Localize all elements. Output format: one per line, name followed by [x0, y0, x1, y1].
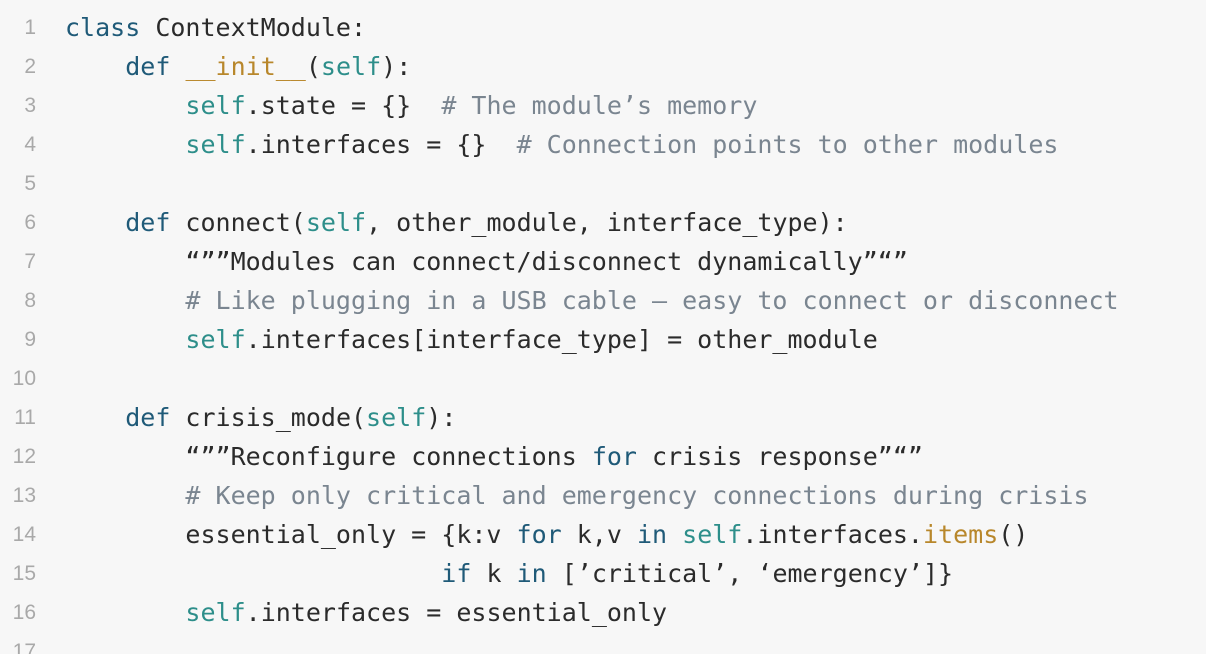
- code-token-plain: .interfaces[interface_type] = other_modu…: [245, 325, 878, 354]
- code-token-keyword: def: [125, 403, 171, 432]
- line-code: essential_only = {k:v for k,v in self.in…: [65, 515, 1028, 554]
- code-token-plain: [65, 598, 185, 627]
- code-token-keyword: class: [65, 13, 141, 42]
- code-token-plain: [’critical’, ‘emergency’]}: [546, 559, 954, 588]
- code-token-keyword: def: [125, 208, 171, 237]
- code-token-magic: __init__: [185, 52, 306, 81]
- code-token-plain: [65, 286, 185, 315]
- code-token-plain: [65, 130, 185, 159]
- code-token-comment: # Like plugging in a USB cable – easy to…: [185, 286, 1119, 315]
- line-number: 8: [24, 289, 36, 312]
- line-number: 9: [24, 328, 36, 351]
- code-token-plain: [65, 52, 125, 81]
- line-code: class ContextModule:: [65, 8, 366, 47]
- line-code: self.state = {} # The module’s memory: [65, 86, 757, 125]
- code-token-plain: [65, 403, 125, 432]
- code-token-self: self: [185, 130, 246, 159]
- line-number: 6: [24, 211, 36, 234]
- code-token-plain: , other_module, interface_type):: [366, 208, 848, 237]
- line-code: self.interfaces = {} # Connection points…: [65, 125, 1058, 164]
- code-token-plain: connect(: [170, 208, 306, 237]
- code-token-plain: .interfaces = essential_only: [245, 598, 668, 627]
- line-code: def __init__(self):: [65, 47, 411, 86]
- code-token-plain: (): [998, 520, 1029, 549]
- line-code: “””Modules can connect/disconnect dynami…: [65, 242, 908, 281]
- code-token-plain: crisis_mode(: [170, 403, 367, 432]
- line-code: def connect(self, other_module, interfac…: [65, 203, 848, 242]
- code-token-keyword: for: [591, 442, 637, 471]
- code-token-comment: # Keep only critical and emergency conne…: [185, 481, 1089, 510]
- code-token-keyword: if: [441, 559, 472, 588]
- code-token-plain: ContextModule:: [140, 13, 367, 42]
- code-token-plain: [65, 325, 185, 354]
- line-number: 15: [12, 562, 36, 585]
- line-number: 7: [24, 250, 36, 273]
- line-number: 16: [12, 601, 36, 624]
- line-code: # Keep only critical and emergency conne…: [65, 476, 1089, 515]
- code-token-plain: [65, 91, 185, 120]
- code-token-comment: # The module’s memory: [441, 91, 758, 120]
- code-token-string: “””Modules can connect/disconnect dynami…: [185, 247, 908, 276]
- code-token-plain: .state = {}: [245, 91, 442, 120]
- line-code: self.interfaces[interface_type] = other_…: [65, 320, 878, 359]
- code-token-plain: [65, 247, 185, 276]
- code-token-plain: [667, 520, 682, 549]
- code-token-plain: (: [305, 52, 321, 81]
- code-token-self: self: [185, 325, 246, 354]
- code-token-plain: [65, 481, 185, 510]
- code-token-comment: # Connection points to other modules: [516, 130, 1059, 159]
- line-code: def crisis_mode(self):: [65, 398, 456, 437]
- code-token-keyword: in: [516, 559, 547, 588]
- line-number: 3: [24, 94, 36, 117]
- line-code: “””Reconfigure connections for crisis re…: [65, 437, 923, 476]
- code-token-string: crisis response”“”: [636, 442, 923, 471]
- code-token-self: self: [682, 520, 743, 549]
- line-number: 17: [12, 640, 36, 654]
- code-token-keyword: in: [636, 520, 668, 549]
- code-token-plain: [170, 52, 185, 81]
- code-token-plain: .interfaces = {}: [245, 130, 517, 159]
- line-code: if k in [’critical’, ‘emergency’]}: [65, 554, 953, 593]
- code-token-self: self: [366, 403, 427, 432]
- code-token-plain: [65, 559, 441, 588]
- line-number: 13: [12, 484, 36, 507]
- line-number: 12: [12, 445, 36, 468]
- code-token-keyword: def: [125, 52, 171, 81]
- code-token-self: self: [185, 91, 246, 120]
- line-number: 1: [24, 16, 36, 39]
- code-token-plain: k: [471, 559, 517, 588]
- code-token-plain: ):: [381, 52, 412, 81]
- line-number: 11: [14, 406, 36, 429]
- code-token-plain: .interfaces.: [742, 520, 923, 549]
- line-code: # Like plugging in a USB cable – easy to…: [65, 281, 1119, 320]
- code-token-plain: [65, 208, 125, 237]
- line-number: 10: [12, 367, 36, 390]
- line-number: 5: [24, 172, 36, 195]
- line-number: 14: [12, 523, 36, 546]
- line-number: 4: [24, 133, 36, 156]
- code-token-magic: items: [922, 520, 999, 549]
- line-number: 2: [24, 55, 36, 78]
- code-token-self: self: [320, 52, 382, 81]
- code-token-plain: essential_only = {k:v: [65, 520, 517, 549]
- code-token-keyword: for: [516, 520, 562, 549]
- code-token-plain: ):: [426, 403, 457, 432]
- code-token-self: self: [305, 208, 367, 237]
- line-code: self.interfaces = essential_only: [65, 593, 667, 632]
- code-token-plain: [65, 442, 185, 471]
- code-token-string: “””Reconfigure connections: [185, 442, 592, 471]
- code-token-self: self: [185, 598, 246, 627]
- code-token-plain: k,v: [561, 520, 637, 549]
